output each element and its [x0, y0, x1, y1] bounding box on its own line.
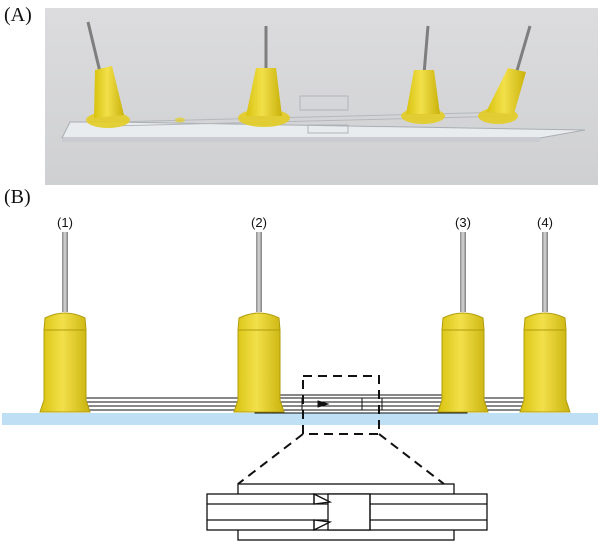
schematic-needle-2	[233, 232, 285, 413]
panel-label-b: (B)	[4, 186, 31, 208]
needle-label-3: (3)	[455, 215, 471, 230]
needle-label-1: (1)	[57, 215, 73, 230]
schematic-needle-3	[437, 232, 489, 413]
zoom-connector-right	[378, 433, 445, 485]
glass-slide-edge	[62, 138, 540, 142]
zoom-region-box	[302, 375, 380, 435]
photo-needle-3	[401, 25, 445, 124]
photo-droplet	[175, 117, 185, 123]
photo-panel-a	[45, 8, 598, 185]
photo-chamber-outline	[299, 95, 349, 111]
panel-label-a: (A)	[4, 4, 32, 26]
substrate-layer	[2, 413, 598, 425]
needle-label-4: (4)	[537, 215, 553, 230]
schematic-needle-1	[39, 232, 91, 413]
photo-needle-4	[478, 25, 532, 124]
photo-chamber-outline	[307, 124, 349, 134]
photo-needle-2	[238, 26, 290, 127]
zoom-connector-left	[237, 433, 304, 485]
photo-needle-1	[86, 21, 130, 128]
schematic-panel-b	[2, 232, 598, 541]
magnified-channel-view	[206, 483, 488, 541]
needle-label-2: (2)	[251, 215, 267, 230]
schematic-needle-4	[519, 232, 571, 413]
